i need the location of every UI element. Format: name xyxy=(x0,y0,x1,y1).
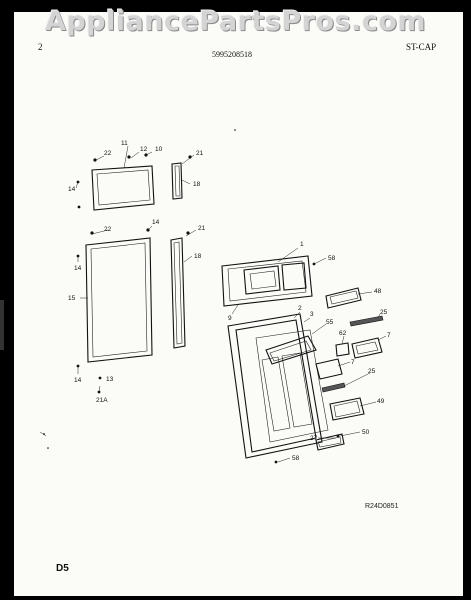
door-bins xyxy=(315,287,384,451)
freezer-gasket xyxy=(91,165,155,211)
callout-21A: 21A xyxy=(96,397,108,404)
callout-18b: 18 xyxy=(194,253,202,260)
callout-58b: 58 xyxy=(292,455,300,462)
callout-15: 15 xyxy=(68,295,76,302)
callout-3: 3 xyxy=(310,311,314,318)
callout-21a: 21 xyxy=(196,150,204,157)
callout-27: 27 xyxy=(310,435,318,442)
callout-22b: 22 xyxy=(104,226,112,233)
callout-22a: 22 xyxy=(104,150,112,157)
freezer-door-assembly xyxy=(221,255,313,307)
leader-lines xyxy=(75,145,387,463)
callout-14c: 14 xyxy=(74,265,82,272)
callout-labels: 11 12 10 22 21 18 14 14 22 21 18 14 15 1… xyxy=(68,140,391,462)
callout-9: 9 xyxy=(228,315,232,322)
model-code: ST-CAP xyxy=(406,42,437,52)
callout-18a: 18 xyxy=(193,181,201,188)
callout-7b: 7 xyxy=(351,359,355,366)
callout-13: 13 xyxy=(106,376,114,383)
callout-49: 49 xyxy=(377,398,385,405)
fresh-food-breaker-strip xyxy=(170,237,186,349)
callout-2: 2 xyxy=(298,305,302,312)
callout-11: 11 xyxy=(121,140,128,147)
callout-7a: 7 xyxy=(387,332,391,339)
scan-marks xyxy=(0,129,236,449)
callout-14d: 14 xyxy=(74,377,82,384)
callout-50: 50 xyxy=(362,429,370,436)
freezer-breaker-strip xyxy=(171,162,183,200)
callout-48: 48 xyxy=(374,288,382,295)
callout-25a: 25 xyxy=(380,309,388,316)
reference-code: R24D0851 xyxy=(365,503,399,510)
callout-1: 1 xyxy=(300,241,304,248)
callout-12: 12 xyxy=(140,146,148,153)
callout-10: 10 xyxy=(155,146,163,153)
callout-58a: 58 xyxy=(328,255,336,262)
callout-25b: 25 xyxy=(368,368,376,375)
callout-62: 62 xyxy=(339,330,347,337)
callout-55: 55 xyxy=(326,319,334,326)
callout-14b: 14 xyxy=(152,219,160,226)
page-number: 2 xyxy=(38,42,43,52)
fresh-food-door-assembly xyxy=(227,313,329,459)
site-watermark: AppliancePartsPros.com xyxy=(44,6,427,37)
part-number: 5995208518 xyxy=(212,50,252,59)
fresh-food-gasket xyxy=(85,237,153,363)
page-code: D5 xyxy=(56,563,69,574)
callout-21b: 21 xyxy=(198,225,206,232)
callout-14a: 14 xyxy=(68,186,76,193)
